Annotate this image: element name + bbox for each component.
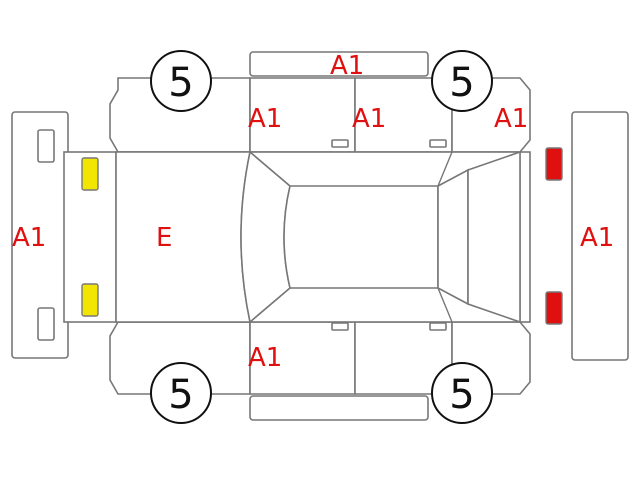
rear-glass[interactable] xyxy=(437,168,469,306)
c-pillar-bottom xyxy=(437,287,453,323)
wheel-front-bottom-value: 5 xyxy=(168,372,193,418)
mark-top-rear-door: A1 xyxy=(352,104,386,134)
wheel-rear-top-value: 5 xyxy=(449,60,474,106)
mark-top-front-door: A1 xyxy=(248,104,282,134)
taillight-top xyxy=(545,147,563,181)
mark-rear-bumper: A1 xyxy=(580,223,614,253)
hood[interactable] xyxy=(115,151,251,323)
headlight-top xyxy=(81,157,99,191)
mark-roof-sill: A1 xyxy=(330,51,364,81)
c-pillar-top xyxy=(437,151,453,187)
top-front-door-handle xyxy=(331,139,349,148)
mark-hood: E xyxy=(156,223,172,253)
wheel-rear-bottom-value: 5 xyxy=(449,372,474,418)
taillight-bottom xyxy=(545,291,563,325)
front-bumper-fog-light-bottom xyxy=(37,307,55,341)
top-rear-door-handle xyxy=(429,139,447,148)
front-bumper-fog-light-top xyxy=(37,129,55,163)
bottom-rear-door-handle xyxy=(429,322,447,331)
top-side-sill[interactable] xyxy=(249,51,429,77)
trunk-lid[interactable] xyxy=(467,150,521,324)
mark-bottom-front-door: A1 xyxy=(248,343,282,373)
mark-top-rear-fender: A1 xyxy=(494,104,528,134)
wheel-front-bottom[interactable]: 5 xyxy=(150,362,212,424)
wheel-rear-bottom[interactable]: 5 xyxy=(431,362,493,424)
a-pillar-top xyxy=(249,151,291,187)
a-pillar-bottom xyxy=(249,287,291,323)
mark-front-bumper: A1 xyxy=(12,223,46,253)
wheel-rear-top[interactable]: 5 xyxy=(431,50,493,112)
bottom-front-door-handle xyxy=(331,322,349,331)
wheel-front-top-value: 5 xyxy=(168,60,193,106)
rear-bumper[interactable] xyxy=(571,111,629,361)
headlight-bottom xyxy=(81,283,99,317)
wheel-front-top[interactable]: 5 xyxy=(150,50,212,112)
bottom-side-sill[interactable] xyxy=(249,395,429,421)
roof[interactable] xyxy=(283,185,439,289)
